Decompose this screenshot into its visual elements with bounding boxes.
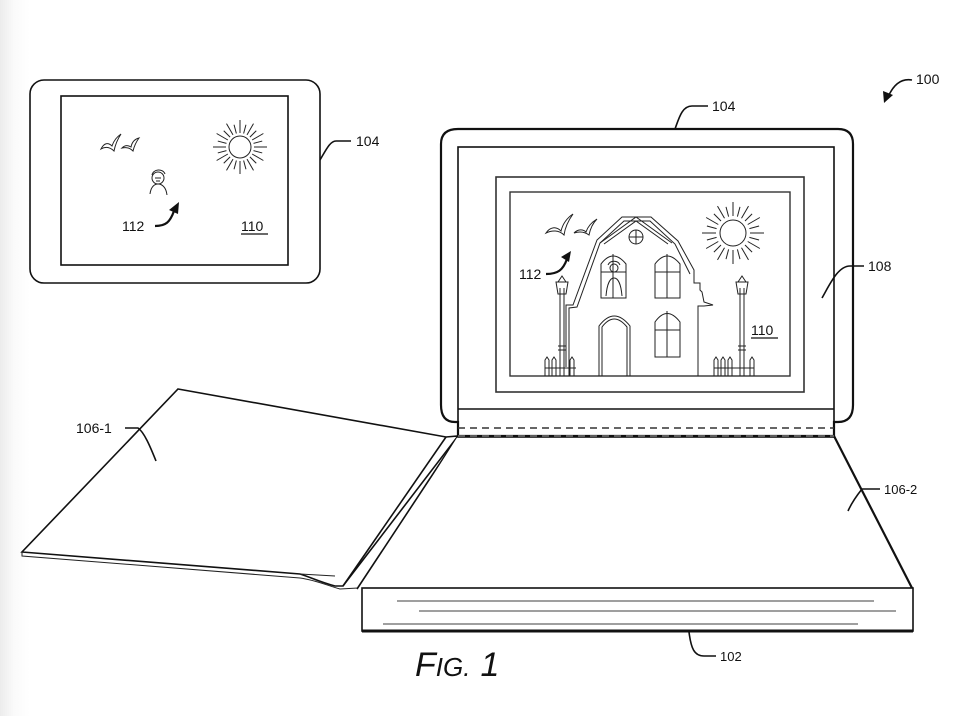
sun-ray <box>747 241 761 249</box>
leader-102 <box>688 631 716 657</box>
birds-icon-large <box>544 213 598 237</box>
leader-arrow-112-large <box>545 258 569 276</box>
sun-ray <box>251 153 264 161</box>
tablet-device-104: 112 110 104 <box>29 79 380 284</box>
label-110-small: 110 <box>241 218 264 234</box>
sun-ray <box>706 236 717 241</box>
sun-ray <box>705 217 719 225</box>
sun-ray <box>717 205 725 219</box>
house-icon <box>565 216 714 376</box>
sun-icon-large <box>702 202 764 264</box>
cover-106-1: 106-1 <box>20 388 460 590</box>
cover-106-2: 106-2 <box>362 435 917 589</box>
cover-right-panel <box>362 436 912 588</box>
sun-ray <box>713 213 722 222</box>
label-112-small: 112 <box>122 218 145 234</box>
sun-ray <box>706 225 717 230</box>
sun-ray <box>216 133 229 141</box>
sun-icon <box>213 120 267 174</box>
sun-ray <box>251 133 264 141</box>
sun-ray <box>741 205 749 219</box>
sun-ray <box>725 206 730 217</box>
street-lamp-right <box>735 275 749 376</box>
sun-ray <box>243 124 247 134</box>
sun-ray <box>736 206 741 217</box>
sun-ray <box>253 140 263 144</box>
sun-ray <box>725 249 730 260</box>
label-100: 100 <box>916 71 940 87</box>
caption-prefix: F <box>415 646 438 684</box>
sun-ray <box>233 124 237 134</box>
device-bezel <box>439 127 855 438</box>
content-frame-inner <box>509 191 791 377</box>
label-104-left: 104 <box>356 133 380 149</box>
sun-ray <box>226 123 234 136</box>
sun-ray <box>217 150 227 154</box>
sun-ray <box>749 236 760 241</box>
leader-arrow-100 <box>887 78 913 98</box>
tablet-screen <box>60 95 289 266</box>
label-104-top: 104 <box>712 98 736 114</box>
figure-caption: FIG. 1 <box>415 646 499 684</box>
label-106-1: 106-1 <box>76 420 112 436</box>
leader-106-1 <box>125 427 157 462</box>
arrowhead-100 <box>883 91 893 103</box>
sun-ray <box>246 158 254 171</box>
arrowhead-112-small <box>169 202 179 214</box>
sun-ray <box>744 244 753 253</box>
sun-ray <box>243 160 247 170</box>
sun-ray <box>249 130 257 138</box>
caption-smallcaps: IG. <box>436 652 471 682</box>
sun-ray <box>747 217 761 225</box>
person-in-window-112 <box>605 260 623 297</box>
fence-right <box>713 356 755 376</box>
sun-ray <box>717 247 725 261</box>
sun-ray <box>223 156 231 164</box>
sun-ray <box>749 225 760 230</box>
sun-ray <box>249 156 257 164</box>
label-108: 108 <box>868 258 892 274</box>
fence-left <box>544 356 576 376</box>
sun-ray <box>223 130 231 138</box>
label-110-large: 110 <box>751 322 774 338</box>
sun-ray <box>217 140 227 144</box>
character-112-small <box>149 169 168 196</box>
sun-ray <box>226 158 234 171</box>
sun-ray <box>246 123 254 136</box>
sun-ray <box>741 247 749 261</box>
leader-104-top <box>674 105 708 130</box>
leader-104-left <box>319 140 351 161</box>
sun-ray <box>216 153 229 161</box>
caption-number: 1 <box>480 646 499 684</box>
label-106-2: 106-2 <box>884 482 917 497</box>
sun-ray <box>705 241 719 249</box>
display-device-104: 112 110 108 104 <box>439 98 892 438</box>
content-frame-outer <box>495 176 805 393</box>
birds-icon <box>99 133 141 153</box>
sun-ray <box>713 244 722 253</box>
leader-106-2 <box>847 488 880 512</box>
leader-108 <box>821 265 864 299</box>
ref-100: 100 <box>883 71 940 103</box>
sun-ray <box>744 213 753 222</box>
sun-ray <box>736 249 741 260</box>
tablet-bezel <box>29 79 321 284</box>
leader-arrow-112-small <box>154 210 176 228</box>
sun-ray <box>233 160 237 170</box>
base-102: 102 <box>361 587 914 664</box>
svg-text:FIG.1: FIG. 1 <box>415 646 499 684</box>
sun-ray <box>253 150 263 154</box>
label-102: 102 <box>720 649 742 664</box>
label-112-large: 112 <box>519 266 542 282</box>
display-108 <box>457 146 835 438</box>
arrowhead-112-large <box>561 251 571 262</box>
street-lamp-left <box>555 275 569 376</box>
